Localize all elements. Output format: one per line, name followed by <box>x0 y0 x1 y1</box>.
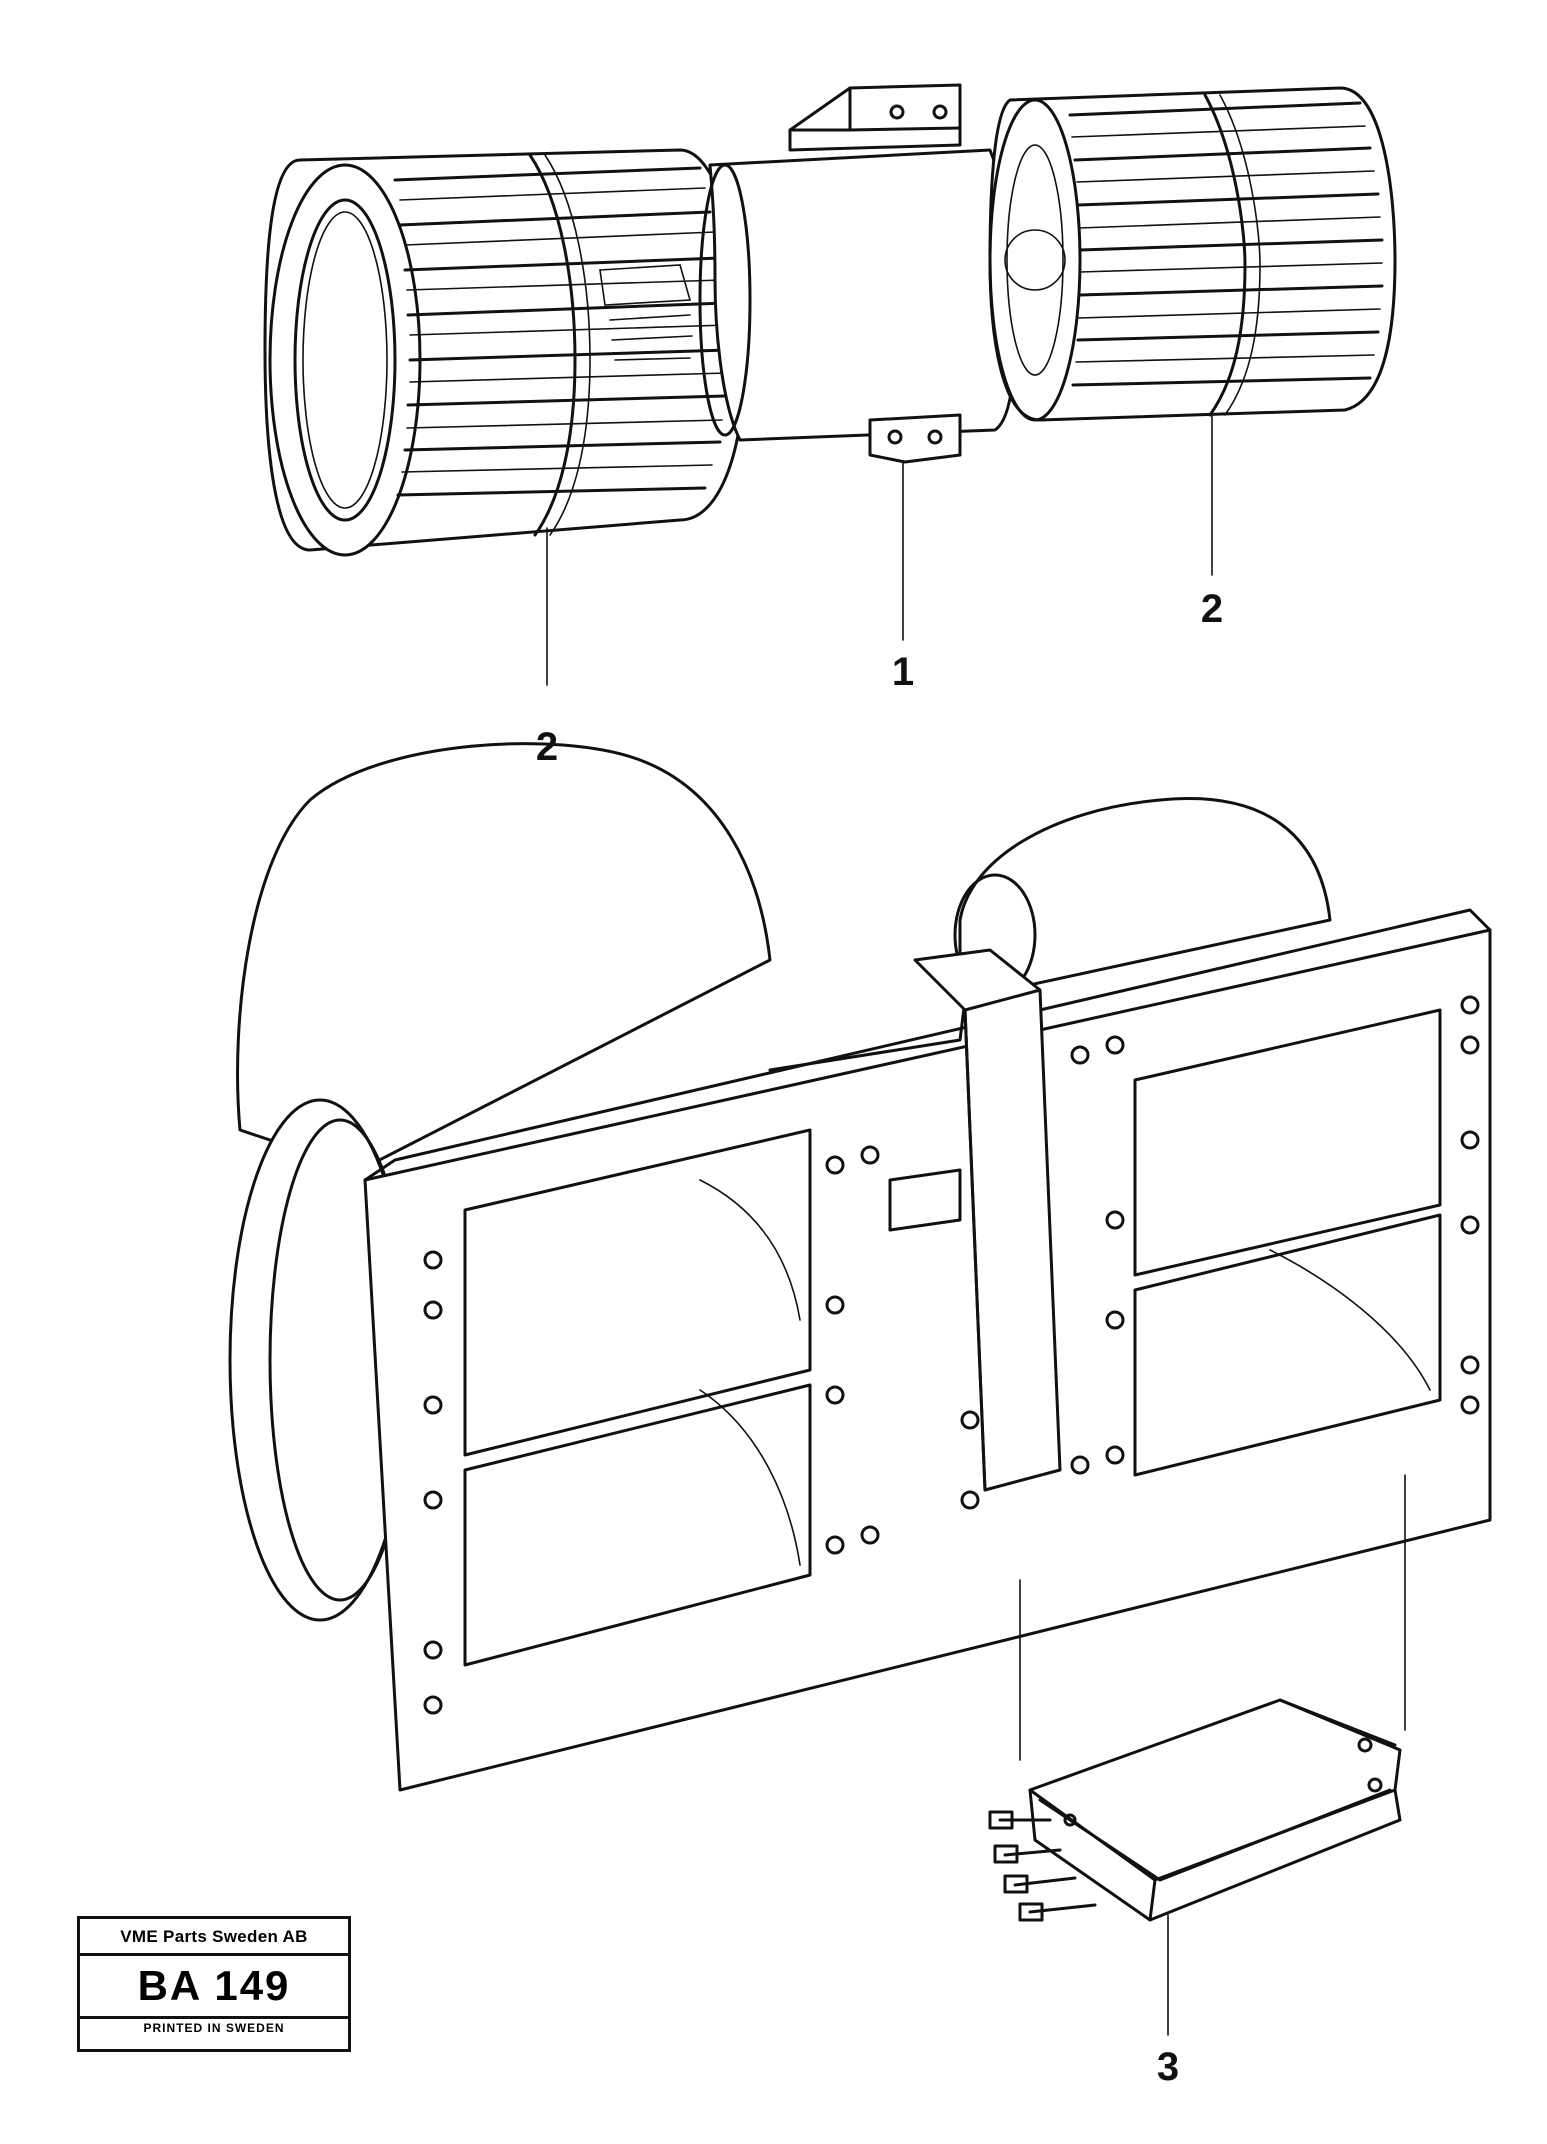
callout-fan-wheel-right: 2 <box>1201 587 1223 631</box>
callout-blower-motor: 1 <box>892 650 914 694</box>
fan-wheel-left <box>263 148 747 557</box>
fan-wheel-right <box>988 86 1397 422</box>
callout-fan-wheel-left: 2 <box>536 725 558 769</box>
stamp-company: VME Parts Sweden AB <box>120 1927 308 1946</box>
blower-motor-assembly <box>263 83 1397 686</box>
mounting-holes <box>423 995 1480 1715</box>
resistor-unit <box>988 1698 1402 2036</box>
publisher-stamp: VME Parts Sweden AB BA 149 PRINTED IN SW… <box>77 1916 351 2052</box>
callout-resistor: 3 <box>1157 2045 1179 2089</box>
motor-body <box>698 83 1017 464</box>
stamp-code: BA 149 <box>80 1953 348 2019</box>
stamp-printed: PRINTED IN SWEDEN <box>143 2021 285 2035</box>
blower-housing <box>228 742 1492 1792</box>
